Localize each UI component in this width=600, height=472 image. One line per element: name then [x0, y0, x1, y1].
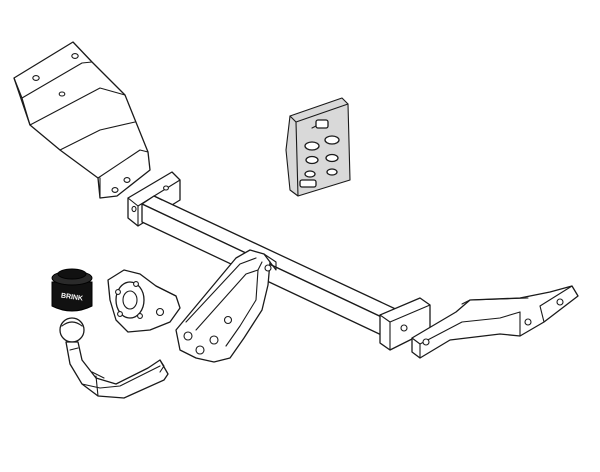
washer	[305, 155, 319, 165]
cross-beam	[127, 171, 431, 351]
bracket-hole	[111, 187, 119, 193]
plate-hole	[223, 315, 233, 325]
tow-ball-neck	[59, 317, 169, 399]
bolt	[315, 119, 329, 129]
washer	[325, 153, 339, 163]
washer	[324, 135, 340, 145]
socket-cap: BRINK	[51, 268, 93, 312]
right-mounting-bracket	[411, 285, 579, 359]
plate-hole	[209, 335, 219, 345]
bracket-hole	[123, 177, 131, 183]
center-mounting-plate	[175, 249, 277, 363]
beam-end-hole	[131, 205, 137, 213]
socket-plate-hole	[115, 289, 121, 295]
washer	[326, 168, 338, 176]
plate-hole	[183, 331, 193, 341]
plate-hole	[264, 264, 272, 272]
bracket-hole	[422, 338, 430, 346]
washer	[304, 170, 316, 178]
beam-end-hole	[163, 185, 169, 191]
beam-end-hole	[400, 324, 408, 332]
bracket-hole	[524, 318, 532, 326]
bracket-hole	[556, 298, 564, 306]
bolt-kit-bag	[285, 97, 351, 197]
socket-plate-hole	[137, 313, 143, 319]
socket-mounting-plate	[107, 269, 181, 333]
plate-hole	[195, 345, 205, 355]
bolt	[299, 179, 317, 188]
socket-plate-hole	[133, 281, 139, 287]
socket-plate-hole	[117, 311, 123, 317]
bracket-hole	[32, 75, 40, 81]
bracket-hole	[71, 53, 79, 59]
left-mounting-bracket	[13, 41, 151, 199]
socket-plate-hole	[155, 307, 165, 317]
socket-cap-brand-label: BRINK	[60, 292, 83, 302]
washer	[304, 141, 320, 151]
bracket-hole	[58, 91, 66, 97]
